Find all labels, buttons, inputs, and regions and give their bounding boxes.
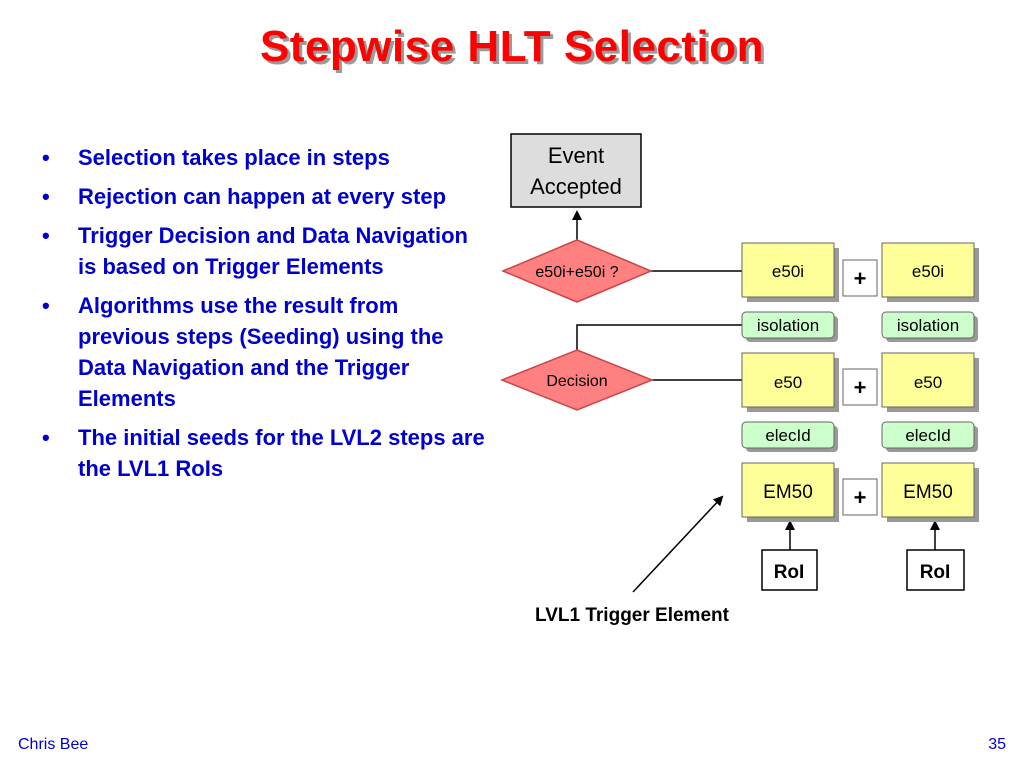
- bullet-item: • The initial seeds for the LVL2 steps ar…: [40, 422, 490, 484]
- bullet-item: • Trigger Decision and Data Navigation is…: [40, 220, 490, 282]
- isolation-left-box: isolation: [741, 311, 838, 342]
- roi-right-box: RoI: [906, 549, 965, 591]
- plus-box-e50: +: [842, 368, 878, 406]
- bullet-text: Trigger Decision and Data Navigation is …: [78, 223, 468, 279]
- e50i-left-label: e50i: [772, 262, 804, 281]
- plus-icon: +: [854, 266, 867, 291]
- page-number: 35: [988, 736, 1006, 753]
- elecid-right-box: elecId: [881, 421, 978, 452]
- e50-left-label: e50: [774, 373, 802, 392]
- diamond-top-label: e50i+e50i ?: [535, 264, 618, 281]
- bullet-text: Selection takes place in steps: [78, 145, 390, 170]
- bullet-text: Algorithms use the result from previous …: [78, 293, 444, 411]
- diamond-decision-label: Decision: [546, 373, 607, 390]
- arrow-label-to-em50: [632, 495, 724, 593]
- roi-right-label: RoI: [920, 562, 951, 583]
- bullet-dot-icon: •: [42, 425, 50, 450]
- bullet-text: Rejection can happen at every step: [78, 184, 447, 209]
- em50-left-box: EM50: [741, 462, 839, 522]
- bullet-dot-icon: •: [42, 145, 50, 170]
- slide-title: Stepwise HLT Selection: [259, 22, 765, 71]
- elecid-left-label: elecId: [765, 426, 810, 445]
- bullet-list: • Selection takes place in steps • Rejecti…: [40, 142, 490, 492]
- bullet-dot-icon: •: [42, 223, 50, 248]
- bullet-dot-icon: •: [42, 293, 50, 318]
- plus-box-e50i: +: [842, 259, 878, 297]
- roi-left-box: RoI: [761, 549, 818, 591]
- plus-icon: +: [854, 375, 867, 400]
- event-accepted-line1: Event: [548, 143, 604, 168]
- e50i-right-box: e50i: [881, 242, 979, 302]
- bullet-item: • Rejection can happen at every step: [40, 181, 490, 212]
- e50i-left-box: e50i: [741, 242, 839, 302]
- lvl1-trigger-element-label: LVL1 Trigger Element: [535, 605, 730, 626]
- isolation-right-label: isolation: [897, 316, 959, 335]
- roi-left-label: RoI: [774, 562, 805, 583]
- connector-lines: [572, 210, 940, 593]
- diamond-top: e50i+e50i ?: [501, 239, 653, 303]
- e50-right-label: e50: [914, 373, 942, 392]
- plus-icon: +: [854, 485, 867, 510]
- footer-author: Chris Bee: [18, 736, 89, 753]
- diamond-decision: Decision: [499, 349, 655, 411]
- em50-left-label: EM50: [763, 482, 813, 503]
- em50-right-box: EM50: [881, 462, 979, 522]
- e50-left-box: e50: [741, 352, 839, 412]
- elecid-left-box: elecId: [741, 421, 838, 452]
- bullet-dot-icon: •: [42, 184, 50, 209]
- em50-right-label: EM50: [903, 482, 953, 503]
- isolation-left-label: isolation: [757, 316, 819, 335]
- bullet-text: The initial seeds for the LVL2 steps are…: [78, 425, 485, 481]
- e50i-right-label: e50i: [912, 262, 944, 281]
- isolation-right-box: isolation: [881, 311, 978, 342]
- e50-right-box: e50: [881, 352, 979, 412]
- event-accepted-line2: Accepted: [530, 174, 622, 199]
- elecid-right-label: elecId: [905, 426, 950, 445]
- bullet-item: • Selection takes place in steps: [40, 142, 490, 173]
- line-decision-to-isolation: [576, 324, 742, 350]
- plus-box-em50: +: [842, 478, 878, 516]
- event-accepted-box: Event Accepted: [510, 133, 642, 208]
- bullet-item: • Algorithms use the result from previous…: [40, 290, 490, 414]
